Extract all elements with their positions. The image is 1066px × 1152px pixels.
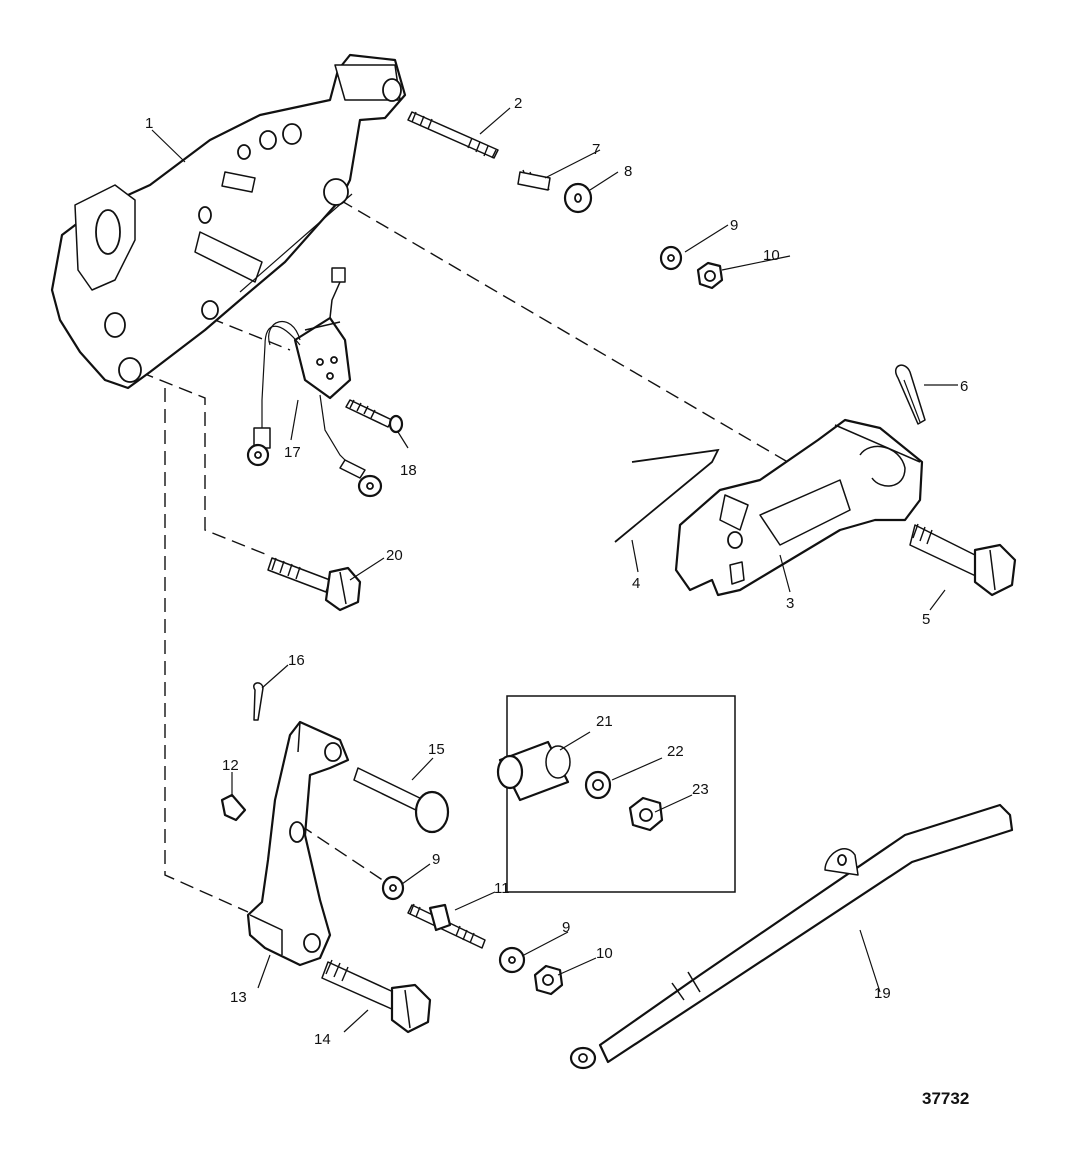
washer-9-middle: [381, 875, 405, 901]
callout-9-bottom: 9: [562, 919, 570, 936]
callout-12: 12: [222, 757, 239, 774]
assembly-dashed-lines: [139, 199, 816, 913]
washer-9-top: [659, 245, 683, 271]
callout-19: 19: [874, 985, 891, 1002]
screw-small: [345, 399, 404, 434]
callout-6: 6: [960, 378, 968, 395]
kit-box: [496, 695, 736, 893]
callout-leaders: [151, 107, 958, 1033]
callout-18: 18: [400, 462, 417, 479]
clip-12: [220, 793, 247, 822]
callout-15: 15: [428, 741, 445, 758]
callout-3: 3: [786, 595, 794, 612]
switch-assembly: [246, 267, 383, 498]
dash-line-bracket-to-bolt-20: [139, 371, 271, 557]
callout-14: 14: [314, 1031, 331, 1048]
dash-line-bracket-to-lever: [339, 199, 816, 479]
dash-line-bracket-to-lever-13: [164, 388, 249, 913]
callout-5: 5: [922, 611, 930, 628]
shift-lever: [674, 418, 924, 597]
dash-line-lever-to-washer: [299, 824, 391, 886]
cotter-pin-16: [253, 682, 264, 721]
shoulder-bolt-5: [909, 523, 1017, 597]
callout-11: 11: [494, 880, 510, 897]
nut-10-top: [696, 261, 724, 290]
callout-22: 22: [667, 743, 684, 760]
dash-line-bracket-to-switch: [209, 317, 291, 351]
washer-9-bottom: [498, 946, 526, 974]
callout-labels: 1 2 3 4 5 6 7 8 9 10 11 12 13 14 15 16 1…: [145, 95, 968, 1048]
screw-long: [407, 111, 499, 159]
callout-20: 20: [386, 547, 403, 564]
callout-2: 2: [514, 95, 522, 112]
stud-11: [407, 903, 486, 949]
callout-1: 1: [145, 115, 153, 132]
callout-8: 8: [624, 163, 632, 180]
pin-15: [353, 767, 450, 834]
nut-10-bottom: [533, 964, 564, 996]
cotter-pin-6: [895, 364, 926, 425]
callout-17: 17: [284, 444, 301, 461]
callout-9-top: 9: [730, 217, 738, 234]
bolt-20: [267, 557, 362, 612]
callout-7: 7: [592, 141, 600, 158]
callout-10-top: 10: [763, 247, 780, 264]
callout-9-middle: 9: [432, 851, 440, 868]
figure-number: 37732: [922, 1089, 969, 1108]
callout-21: 21: [596, 713, 613, 730]
lever-13: [246, 720, 350, 967]
bushing-21: [496, 740, 571, 802]
link-rod: [614, 448, 720, 543]
main-bracket: [50, 53, 407, 390]
spring: [517, 169, 551, 191]
shoulder-bolt-14: [321, 959, 432, 1034]
callout-10-bottom: 10: [596, 945, 613, 962]
nut-23: [628, 796, 664, 832]
callout-13: 13: [230, 989, 247, 1006]
washer-8: [563, 182, 593, 214]
washer-22: [584, 770, 612, 800]
callout-4: 4: [632, 575, 640, 592]
callout-23: 23: [692, 781, 709, 798]
callout-16: 16: [288, 652, 305, 669]
shift-shaft: [569, 803, 1014, 1070]
